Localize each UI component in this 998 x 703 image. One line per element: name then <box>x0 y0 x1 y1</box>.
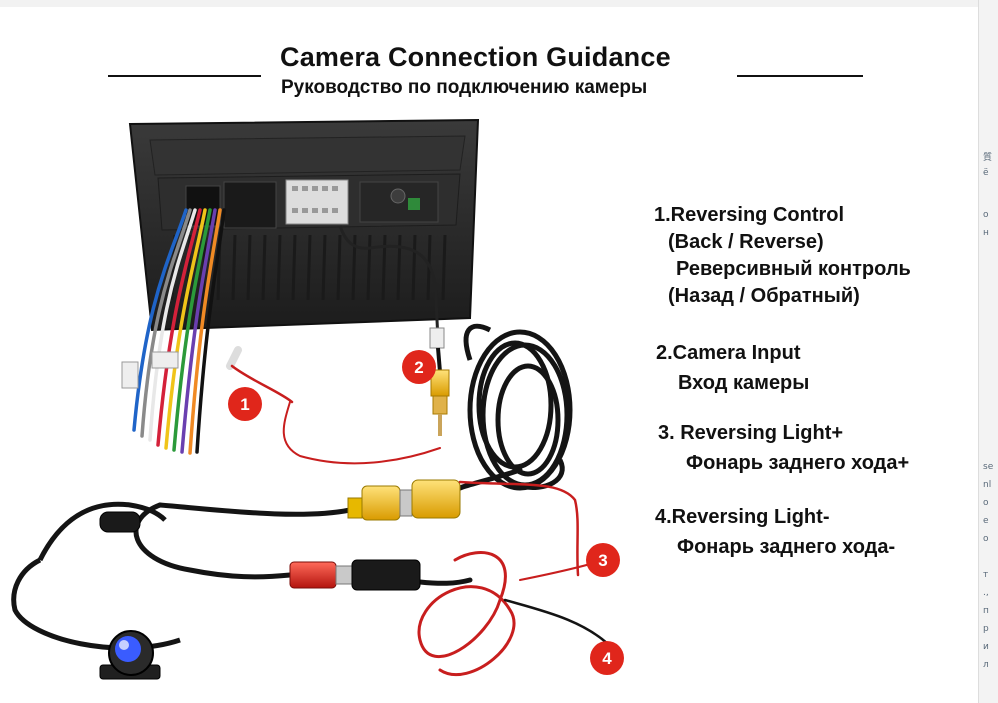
legend-1-line-1: 1.Reversing Control <box>654 204 845 226</box>
legend-reversing-light-negative: 4.Reversing Light- Фонарь заднего хода- <box>655 504 895 561</box>
camera-input-lead <box>338 225 450 436</box>
legend-4-line-1: 4.Reversing Light- <box>655 506 830 528</box>
title-rule-right <box>737 75 863 77</box>
marker-4: 4 <box>590 641 624 675</box>
wiring-illustration: 1 2 3 4 <box>11 118 624 680</box>
extension-cable-coil <box>463 323 573 491</box>
marker-4-label: 4 <box>602 649 612 668</box>
legend-reversing-light-positive: 3. Reversing Light+ Фонарь заднего хода+ <box>658 420 909 477</box>
legend-1-line-2: (Back / Reverse) <box>668 231 824 253</box>
marker-2-label: 2 <box>414 358 423 377</box>
yellow-rca-connector <box>347 479 461 521</box>
marker-3: 3 <box>586 543 620 577</box>
legend-1-line-3: Реверсивный контроль <box>676 258 911 280</box>
rear-camera <box>11 501 181 680</box>
adjacent-window-edge: 質 ё о н se nl о е о т ., п р и л <box>978 0 998 703</box>
legend-camera-input: 2.Camera Input Вход камеры <box>656 340 809 397</box>
head-unit <box>128 118 480 332</box>
legend-3-line-2: Фонарь заднего хода+ <box>686 452 910 474</box>
legend-reversing-control: 1.Reversing Control (Back / Reverse) Рев… <box>654 202 911 310</box>
marker-2: 2 <box>402 350 436 384</box>
legend-1-line-4: (Назад / Обратный) <box>668 285 860 307</box>
marker-1: 1 <box>228 387 262 421</box>
marker-3-circle <box>586 543 620 577</box>
legend-2-line-1: 2.Camera Input <box>656 342 801 364</box>
window-top-edge <box>0 0 998 7</box>
marker-1-circle <box>228 387 262 421</box>
red-power-connector <box>289 559 421 591</box>
reversing-control-wire <box>226 346 441 465</box>
legend-2-line-2: Вход камеры <box>678 372 810 394</box>
marker-1-label: 1 <box>240 395 249 414</box>
marker-4-circle <box>590 641 624 675</box>
marker-2-circle <box>402 350 436 384</box>
legend-3-line-1: 3. Reversing Light+ <box>658 422 844 444</box>
title-english: Camera Connection Guidance <box>280 42 671 72</box>
video-cable <box>157 467 523 517</box>
legend-4-line-2: Фонарь заднего хода- <box>677 536 896 558</box>
marker-3-label: 3 <box>598 551 607 570</box>
wire-harness <box>132 208 226 455</box>
title-russian: Руководство по подключению камеры <box>281 77 648 98</box>
title-rule-left <box>108 75 261 77</box>
